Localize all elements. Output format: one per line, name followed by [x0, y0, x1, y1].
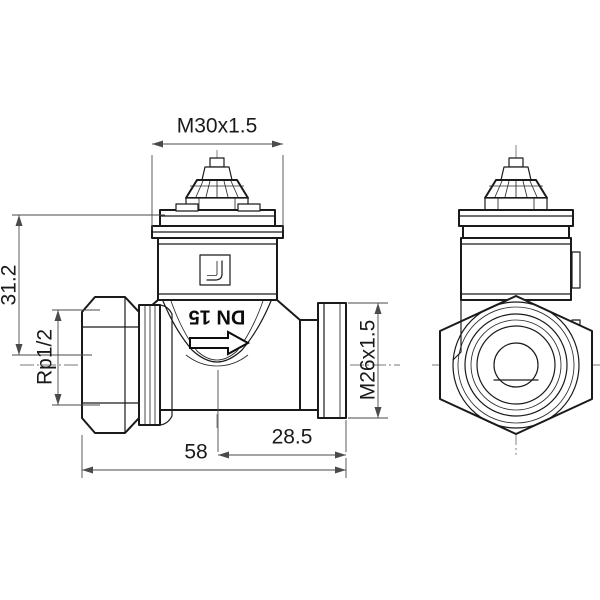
end-circle-1: [452, 301, 580, 429]
bonnet-barrel-group: [157, 237, 278, 301]
end-circle-bore: [493, 342, 539, 388]
end-bonnet-collar: [484, 197, 548, 211]
dimensions-group: M30x1.5 31.2 Rp1/2 M26x1.5: [0, 115, 388, 478]
dim-285-arrow-left: [218, 451, 229, 459]
dim-height-arrow-top: [15, 215, 23, 226]
cap-facet-1: [195, 180, 204, 198]
end-body-group: [458, 209, 581, 369]
dim-rp12-text: Rp1/2: [34, 329, 57, 385]
logo-hook-inner: [207, 261, 218, 276]
bonnet-flange-group: [151, 203, 284, 239]
inlet-thread-spigot: [138, 304, 161, 426]
end-bonnet-flange-upper: [458, 209, 574, 227]
end-cap-facet-4: [522, 180, 528, 198]
cap-facet-2: [205, 180, 211, 198]
flow-arrow-right-icon: [189, 330, 251, 356]
dim-m30: M30x1.5: [151, 115, 284, 230]
dim-m26: M26x1.5: [348, 302, 388, 419]
bonnet-flange: [159, 209, 276, 227]
end-bonnet-barrel: [460, 237, 572, 301]
side-view-group: DN 15: [20, 150, 400, 434]
inlet-shoulder: [159, 304, 173, 426]
end-cap-facet-1: [494, 180, 503, 198]
dim-58-text: 58: [184, 441, 207, 464]
end-side-nub-1: [571, 251, 581, 289]
flange-tab-right: [237, 203, 261, 212]
dim-m30-text: M30x1.5: [177, 115, 258, 138]
inner-seat-taper-2: [170, 300, 264, 361]
end-bonnet-stem-top: [508, 157, 524, 168]
cap-facet-5: [230, 180, 239, 198]
seat-bottom-curve: [185, 354, 249, 367]
dim-285-arrow-right: [335, 451, 346, 459]
dim-58: 58: [81, 435, 347, 478]
flange-tab-left: [175, 203, 199, 212]
dn-marking-group: DN 15: [189, 306, 246, 328]
outlet-thread-body: [317, 302, 347, 419]
end-hexagon-outline: [439, 295, 593, 435]
end-view-group: [432, 145, 600, 455]
dim-m26-arrow-top: [374, 303, 382, 314]
end-circle-5: [476, 325, 556, 405]
outlet-neck: [299, 319, 319, 411]
inlet-hex-nut-group: [81, 296, 173, 434]
dim-285: 28.5: [217, 370, 347, 459]
dim-58-arrow-right: [335, 466, 346, 474]
end-circle-4: [470, 319, 562, 411]
logo-frame: [199, 254, 231, 286]
dim-height-arrow-bottom: [15, 344, 23, 355]
dim-rp12: Rp1/2: [34, 309, 100, 406]
end-body-left-edge: [452, 299, 462, 361]
bonnet-barrel: [157, 237, 278, 301]
manufacturer-logo: [199, 254, 231, 286]
dim-m30-arrow-right: [272, 140, 283, 148]
dim-height: 31.2: [0, 214, 165, 356]
end-circle-2: [457, 306, 575, 424]
dim-m26-text: M26x1.5: [357, 320, 380, 401]
end-bonnet-cap-group: [484, 157, 548, 211]
logo-hook-icon: [206, 260, 223, 281]
outlet-thread-group: [299, 302, 347, 419]
dn-size-label: DN 15: [189, 306, 246, 328]
dim-height-text: 31.2: [0, 265, 21, 306]
dim-285-text: 28.5: [272, 426, 313, 449]
end-bonnet-cap-upper: [500, 166, 532, 181]
cap-facet-4: [223, 180, 229, 198]
dim-rp12-arrow-top: [54, 310, 62, 321]
end-cap-facet-2: [504, 180, 510, 198]
end-circle-3: [464, 313, 568, 417]
flow-direction-arrow: [189, 330, 251, 356]
bonnet-cap-upper: [201, 166, 233, 181]
end-bonnet-flange: [462, 225, 570, 239]
end-hex-face-group: [439, 295, 593, 435]
inner-seat-taper: [162, 300, 272, 363]
bonnet-cap-group: [185, 157, 249, 211]
dim-m26-arrow-bottom: [374, 407, 382, 418]
bonnet-stem-top: [209, 157, 225, 168]
end-cap-facet-5: [529, 180, 538, 198]
inlet-hex-nut: [81, 296, 140, 434]
dim-rp12-arrow-bottom: [54, 394, 62, 405]
dim-58-arrow-left: [82, 466, 93, 474]
dim-m30-arrow-left: [152, 140, 163, 148]
